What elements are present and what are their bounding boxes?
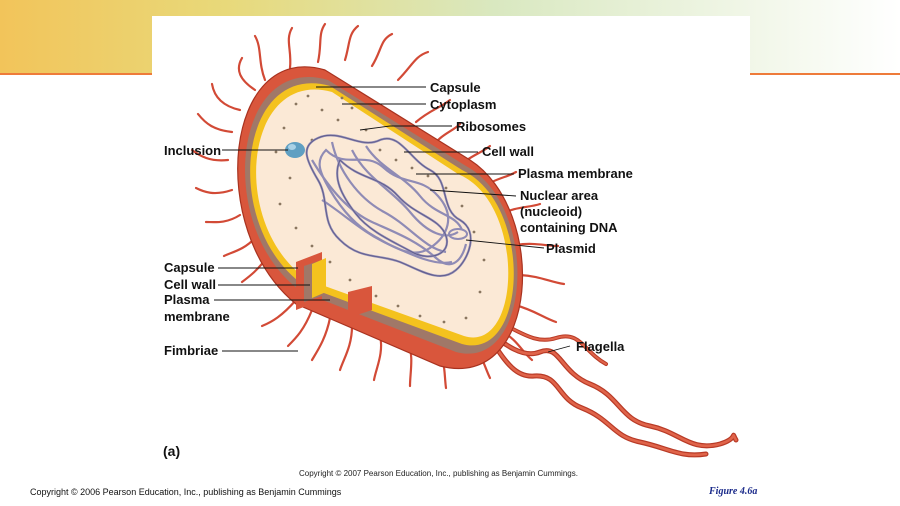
cutaway-notch [296,252,372,318]
label-capsule-left: Capsule [164,260,215,275]
label-fimbriae: Fimbriae [164,343,218,358]
label-plasma-membrane-left-line2: membrane [164,309,230,324]
leader-lines [214,86,571,353]
label-cell-wall-left: Cell wall [164,277,216,292]
label-nuclear-area-line3: containing DNA [520,220,618,235]
figure-label: Figure 4.6a [709,486,758,497]
label-nuclear-area-line1: Nuclear area [520,188,599,203]
copyright-outer: Copyright © 2006 Pearson Education, Inc.… [30,487,342,497]
labels: Capsule Cytoplasm Ribosomes Cell wall Pl… [163,80,633,459]
label-cell-wall-right: Cell wall [482,144,534,159]
flagella [467,314,739,458]
label-nuclear-area-line2: (nucleoid) [520,204,582,219]
copyright-inner: Copyright © 2007 Pearson Education, Inc.… [299,469,578,478]
plasmid-loop [448,228,468,240]
label-flagella: Flagella [576,339,625,354]
header-rule-left [0,73,152,75]
label-inclusion: Inclusion [164,143,221,158]
label-capsule-top: Capsule [430,80,481,95]
panel-letter: (a) [163,443,180,459]
label-plasma-membrane-right: Plasma membrane [518,166,633,181]
label-cytoplasm: Cytoplasm [430,97,496,112]
header-rule-right [748,73,900,75]
inclusion-highlight [288,144,296,150]
nucleoid-texture [306,134,471,277]
label-ribosomes: Ribosomes [456,119,526,134]
label-plasma-membrane-left-line1: Plasma [164,292,210,307]
label-plasmid: Plasmid [546,241,596,256]
ribosomes [274,94,486,324]
